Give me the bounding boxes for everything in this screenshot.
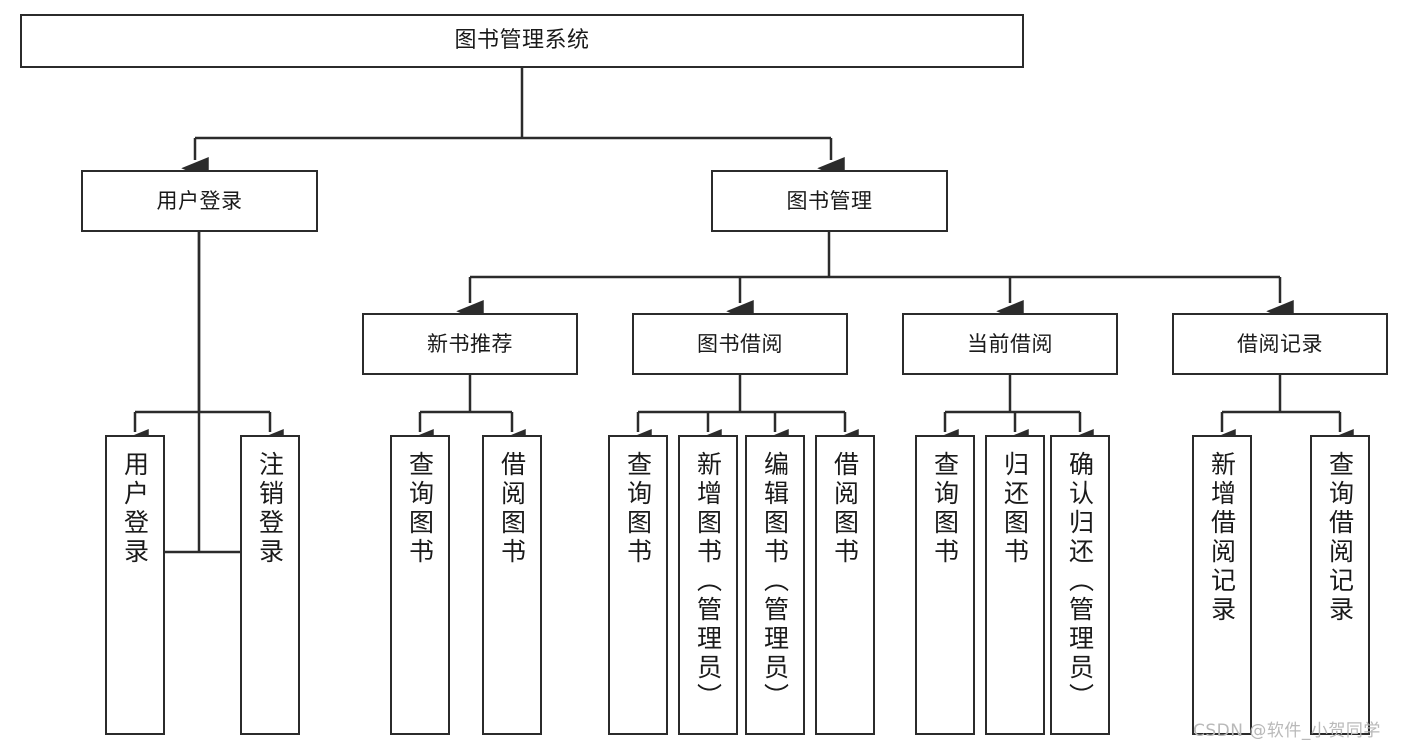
node-user-login[interactable]: 用户登录: [81, 170, 318, 232]
leaf-borrow-book-nbr-label: 借阅图书: [497, 451, 527, 567]
node-borrow-record[interactable]: 借阅记录: [1172, 313, 1388, 375]
leaf-query-book-bb-label: 查询图书: [623, 451, 653, 567]
leaf-query-borrow-record-label: 查询借阅记录: [1325, 451, 1355, 625]
node-book-management[interactable]: 图书管理: [711, 170, 948, 232]
node-book-borrowing-label: 图书借阅: [697, 331, 783, 356]
leaf-add-borrow-record-label: 新增借阅记录: [1207, 451, 1237, 625]
leaf-add-book-admin[interactable]: 新增图书（管理员）: [678, 435, 738, 735]
watermark: CSDN @软件_小贺同学: [1193, 721, 1381, 741]
leaf-query-borrow-record[interactable]: 查询借阅记录: [1310, 435, 1370, 735]
node-new-book-recommendation[interactable]: 新书推荐: [362, 313, 578, 375]
leaf-borrow-book-nbr[interactable]: 借阅图书: [482, 435, 542, 735]
node-new-book-recommendation-label: 新书推荐: [427, 331, 513, 356]
leaf-return-book-label: 归还图书: [1000, 451, 1030, 567]
leaf-query-book-cb-label: 查询图书: [930, 451, 960, 567]
leaf-borrow-book-bb-label: 借阅图书: [830, 451, 860, 567]
leaf-borrow-book-bb[interactable]: 借阅图书: [815, 435, 875, 735]
node-borrow-record-label: 借阅记录: [1237, 331, 1323, 356]
leaf-edit-book-admin[interactable]: 编辑图书（管理员）: [745, 435, 805, 735]
node-current-borrowing-label: 当前借阅: [967, 331, 1053, 356]
leaf-logout[interactable]: 注销登录: [240, 435, 300, 735]
node-root[interactable]: 图书管理系统: [20, 14, 1024, 68]
leaf-return-book[interactable]: 归还图书: [985, 435, 1045, 735]
node-book-management-label: 图书管理: [786, 188, 873, 213]
leaf-query-book-cb[interactable]: 查询图书: [915, 435, 975, 735]
leaf-confirm-return-admin-label: 确认归还（管理员）: [1065, 451, 1095, 712]
leaf-add-book-admin-label: 新增图书（管理员）: [693, 451, 723, 712]
node-current-borrowing[interactable]: 当前借阅: [902, 313, 1118, 375]
node-user-login-label: 用户登录: [156, 188, 243, 213]
leaf-query-book-bb[interactable]: 查询图书: [608, 435, 668, 735]
leaf-query-book-nbr[interactable]: 查询图书: [390, 435, 450, 735]
leaf-user-login[interactable]: 用户登录: [105, 435, 165, 735]
leaf-confirm-return-admin[interactable]: 确认归还（管理员）: [1050, 435, 1110, 735]
leaf-logout-label: 注销登录: [255, 451, 285, 567]
leaf-edit-book-admin-label: 编辑图书（管理员）: [760, 451, 790, 712]
node-root-label: 图书管理系统: [454, 28, 590, 54]
leaf-add-borrow-record[interactable]: 新增借阅记录: [1192, 435, 1252, 735]
leaf-user-login-label: 用户登录: [120, 451, 150, 567]
node-book-borrowing[interactable]: 图书借阅: [632, 313, 848, 375]
leaf-query-book-nbr-label: 查询图书: [405, 451, 435, 567]
